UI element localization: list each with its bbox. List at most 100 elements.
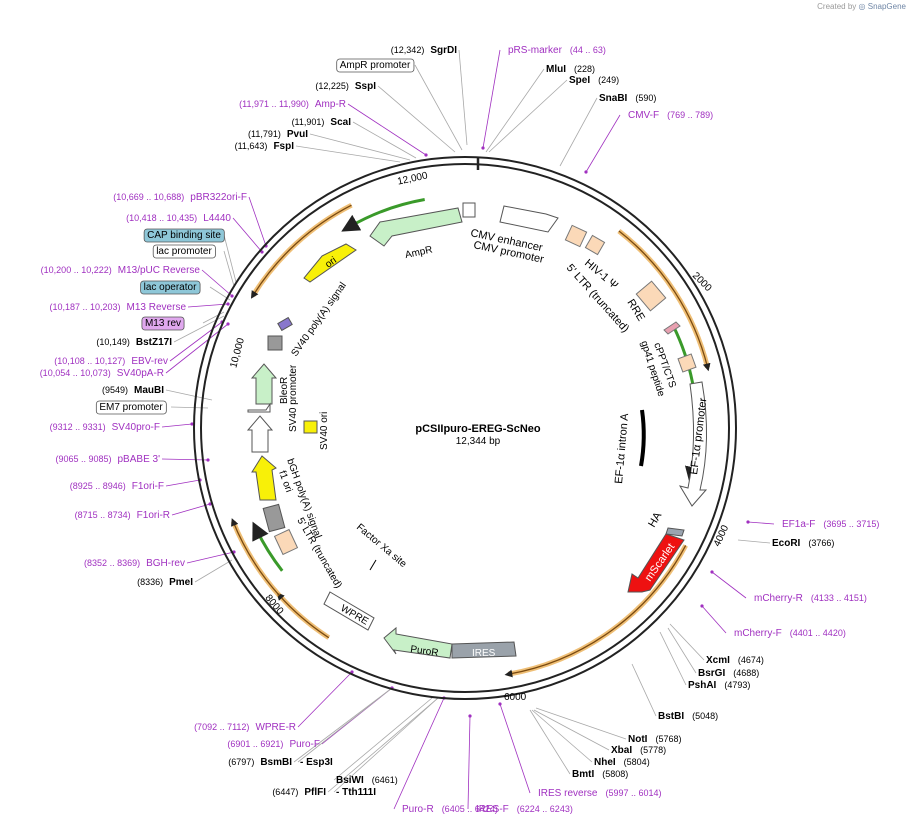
- fspi-label: (11,643)FspI: [235, 141, 295, 152]
- prs-marker-leader: [482, 49, 501, 149]
- f1ori-f-leader: [165, 479, 201, 487]
- pbabe3-label: (9065 .. 9085)pBABE 3': [55, 454, 160, 465]
- lac-promoter-box: [152, 244, 216, 259]
- ori-label: ori: [323, 255, 338, 270]
- prs-marker-label: pRS-marker(44 .. 63): [508, 45, 606, 56]
- site-fspi: (11,643)FspI: [235, 141, 295, 152]
- nhei-leader: [531, 709, 593, 763]
- site-xbai: XbaI(5778): [611, 745, 666, 756]
- amp-r-label: (11,971 .. 11,990)Amp-R: [239, 99, 346, 110]
- site-f1ori-f: (8925 .. 8946)F1ori-F: [70, 481, 164, 492]
- cmv-f-leader: [585, 114, 621, 173]
- xbai-label: XbaI(5778): [611, 745, 666, 756]
- site-puro-r: Puro-R(6405 .. 6424): [402, 804, 498, 815]
- lac-promoter-label: lac promoter: [156, 246, 212, 257]
- cmv-enhancer-arrow: [499, 205, 559, 233]
- spei-label: SpeI(249): [569, 75, 619, 86]
- maubi-leader: [165, 389, 213, 401]
- pbabe3-primer-mark: [206, 458, 210, 462]
- cmv-f-primer-mark: [584, 170, 588, 174]
- site-maubi: (9549)MauBI: [102, 385, 164, 396]
- sv40pa-r-leader: [165, 323, 229, 374]
- site-esp3i: - Esp3I: [300, 757, 333, 768]
- ef1a-intron-bar: [639, 409, 646, 467]
- puro-f-label: (6901 .. 6921)Puro-F: [227, 739, 320, 750]
- tick-12000: 12,000: [396, 170, 429, 187]
- scai-leader: [352, 121, 417, 159]
- pmei-leader: [194, 559, 233, 583]
- site-cap-binding-site: CAP binding site: [143, 228, 225, 243]
- sspi-label: (12,225)SspI: [315, 81, 376, 92]
- site-nhei: NheI(5804): [594, 757, 650, 768]
- bstbi-label: BstBI(5048): [658, 711, 718, 722]
- site-spei: SpeI(249): [569, 75, 619, 86]
- factor-xa-label: Factor Xa site: [354, 522, 409, 570]
- tick-4000: 4000: [712, 523, 732, 548]
- tth111i-label: - Tth111I: [336, 787, 376, 798]
- site-wpre-r: (7092 .. 7112)WPRE-R: [194, 722, 296, 733]
- bmti-leader: [529, 709, 571, 775]
- m13-puc-reverse-primer-mark: [230, 294, 234, 298]
- amp-r-primer-mark: [424, 153, 428, 157]
- cmv-f-label: CMV-F(769 .. 789): [628, 110, 713, 121]
- xcmi-label: XcmI(4674): [706, 655, 764, 666]
- puro-arc-line: [276, 592, 330, 639]
- ampr-label: AmpR: [404, 244, 433, 261]
- maubi-label: (9549)MauBI: [102, 385, 164, 396]
- mlui-leader: [485, 68, 545, 153]
- sv40pro-f-label: (9312 .. 9331)SV40pro-F: [50, 422, 160, 433]
- m13-reverse-label: (10,187 .. 10,203)M13 Reverse: [49, 302, 186, 313]
- pvui-label: (11,791)PvuI: [248, 129, 308, 140]
- fspi-leader: [295, 145, 401, 163]
- m13-reverse-primer-mark: [226, 302, 230, 306]
- ires-reverse-label: IRES reverse(5997 .. 6014): [538, 788, 662, 799]
- ires-box: [451, 641, 517, 659]
- m13-rev-box: [141, 316, 185, 331]
- l4440-leader: [232, 217, 263, 253]
- nhei-label: NheI(5804): [594, 757, 650, 768]
- pbr322ori-f-label: (10,669 .. 10,688)pBR322ori-F: [113, 192, 247, 203]
- site-mcherry-r: mCherry-R(4133 .. 4151): [754, 593, 867, 604]
- f1ori-r-label: (8715 .. 8734)F1ori-R: [75, 510, 170, 521]
- bsmbi-leader: [293, 687, 393, 763]
- site-scai: (11,901)ScaI: [292, 117, 352, 128]
- sv40-polya-label: SV40 poly(A) signal: [289, 280, 348, 358]
- ecori-label: EcoRI(3766): [772, 538, 834, 549]
- bleor-arrow: [250, 363, 278, 405]
- site-ef1a-f: EF1a-F(3695 .. 3715): [782, 519, 879, 530]
- mlui-label: MluI(228): [546, 64, 595, 75]
- plasmid-length: 12,344 bp: [456, 436, 501, 447]
- site-ires-reverse: IRES reverse(5997 .. 6014): [538, 788, 662, 799]
- bgh-rev-label: (8352 .. 8369)BGH-rev: [84, 558, 185, 569]
- psi-box: [584, 234, 606, 256]
- snabi-label: SnaBI(590): [599, 93, 656, 104]
- xbai-leader: [533, 709, 610, 751]
- site-f1ori-r: (8715 .. 8734)F1ori-R: [75, 510, 170, 521]
- lac-operator-label: lac operator: [144, 282, 197, 293]
- m13-reverse-leader: [187, 303, 229, 308]
- mcherry-r-primer-mark: [710, 570, 714, 574]
- gp41-arrow: [663, 321, 681, 335]
- site-bsiwi: BsiWI(6461): [336, 775, 398, 786]
- ecori-leader: [737, 539, 771, 544]
- ori-arrow: [303, 243, 357, 283]
- pbabe3-leader: [161, 458, 209, 461]
- sv40-polya-box: [267, 335, 283, 351]
- ires-f-primer-mark: [468, 714, 472, 718]
- site-bstz17i: (10,149)BstZ17I: [96, 337, 172, 348]
- site-bsrgi: BsrGI(4688): [698, 668, 759, 679]
- site-bsmbi: (6797)BsmBI: [228, 757, 292, 768]
- site-amp-r: (11,971 .. 11,990)Amp-R: [239, 99, 346, 110]
- site-pbabe3: (9065 .. 9085)pBABE 3': [55, 454, 160, 465]
- xcmi-leader: [669, 623, 705, 661]
- l4440-primer-mark: [260, 250, 264, 254]
- ha-label: HA: [646, 510, 664, 530]
- pshai-label: PshAI(4793): [688, 680, 750, 691]
- sgrdi-label: (12,342)SgrDI: [391, 45, 457, 56]
- spei-leader: [488, 79, 568, 153]
- site-ampr-promoter-label: AmpR promoter: [336, 58, 415, 73]
- ampr-promoter-label-leader: [414, 64, 463, 151]
- ebv-rev-label: (10,108 .. 10,127)EBV-rev: [54, 356, 168, 367]
- wpre-r-primer-mark: [350, 670, 354, 674]
- bsiwi-leader: [333, 697, 433, 781]
